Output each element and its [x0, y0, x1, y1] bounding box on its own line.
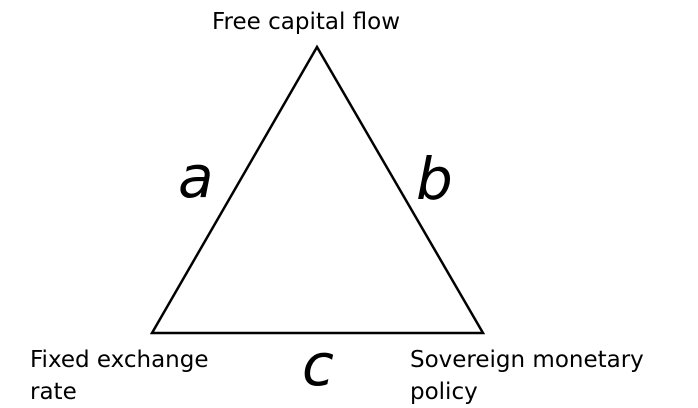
- vertex-label-line: policy: [410, 379, 478, 405]
- vertex-label-line: Fixed exchange: [30, 347, 209, 373]
- vertex-label-line: rate: [30, 379, 77, 405]
- triangle: [149, 44, 486, 335]
- side-label-c: c: [302, 331, 334, 399]
- vertex-label-line: Sovereign monetary: [410, 347, 644, 373]
- vertex-label-free-capital-flow: Free capital flow: [212, 9, 401, 35]
- vertex-label-fixed-exchange-rate: Fixed exchange rate: [30, 344, 209, 408]
- side-label-b: b: [416, 145, 453, 213]
- side-label-a: a: [178, 143, 214, 211]
- vertex-label-sovereign-monetary-policy: Sovereign monetary policy: [410, 344, 644, 408]
